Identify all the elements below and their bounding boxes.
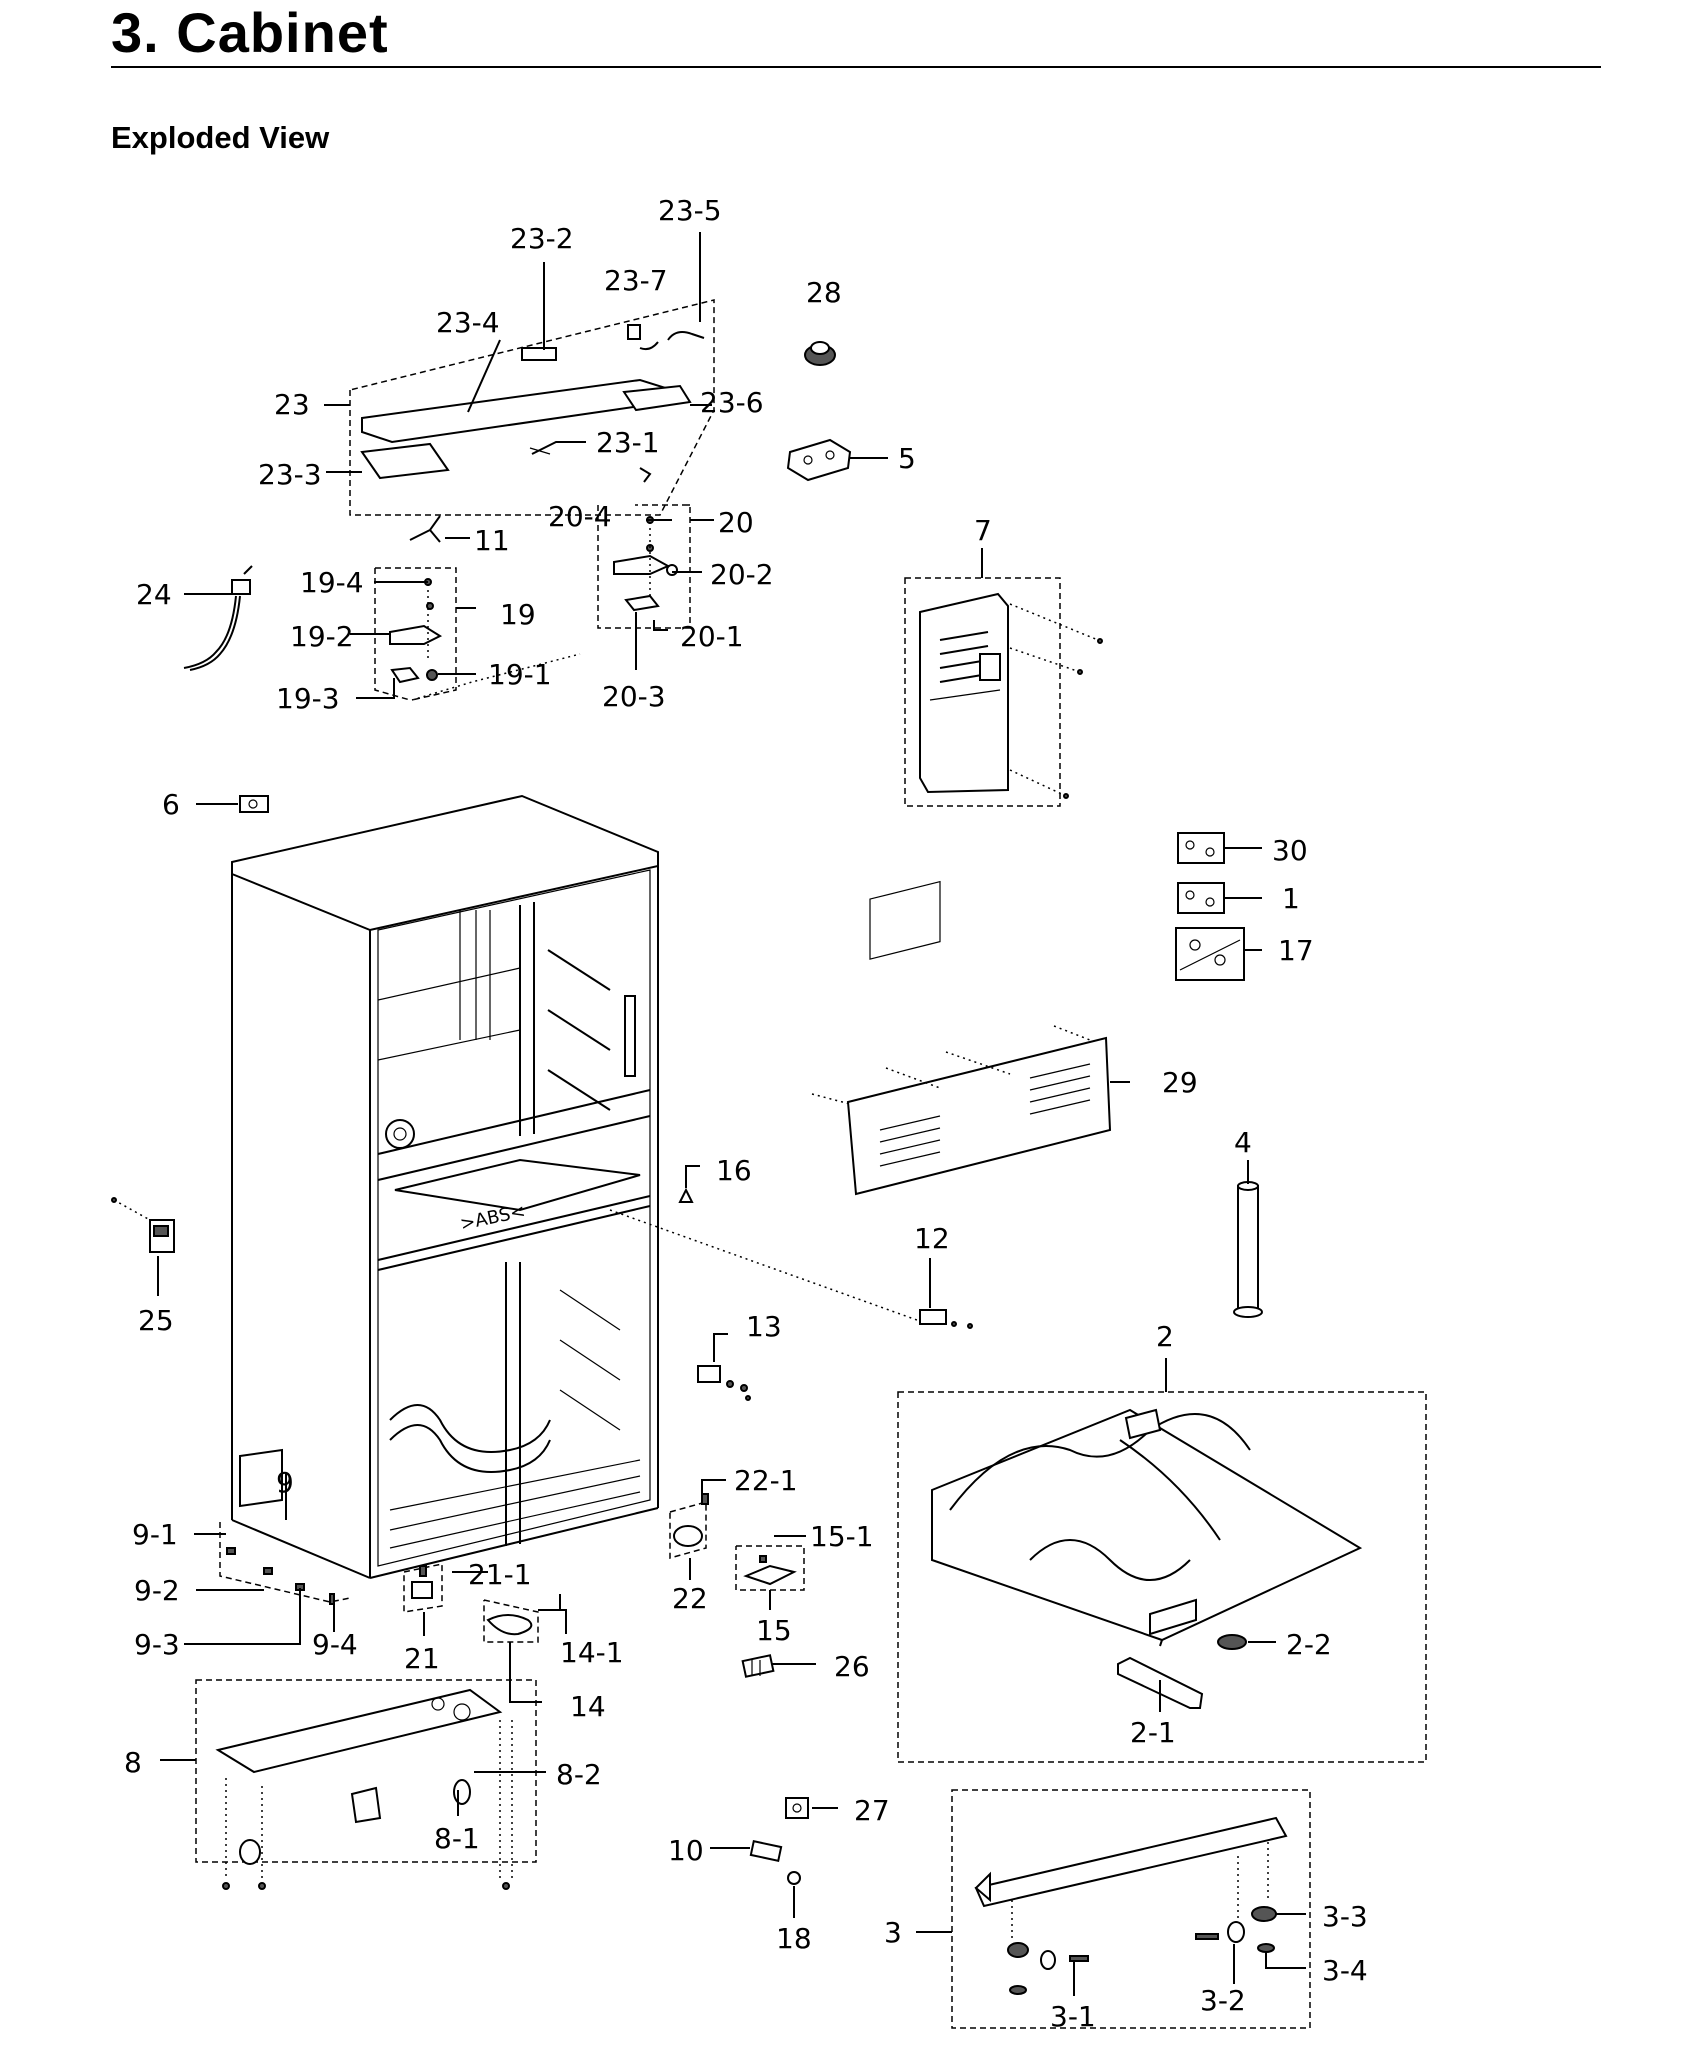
callout-11: 11	[474, 524, 510, 557]
callout-20-1: 20-1	[680, 620, 744, 653]
part-25	[111, 1197, 175, 1253]
callout-20: 20	[718, 506, 754, 539]
part-11	[409, 515, 470, 543]
callout-23-1: 23-1	[596, 426, 660, 459]
part-18	[787, 1871, 801, 1885]
callout-9-2: 9-2	[134, 1574, 180, 1607]
callout-23: 23	[274, 388, 310, 421]
callout-3-3: 3-3	[1322, 1900, 1368, 1933]
part-group-9	[219, 1522, 351, 1605]
callout-23-7: 23-7	[604, 264, 668, 297]
page-title: 3. Cabinet	[111, 1, 389, 64]
part-4	[1233, 1181, 1263, 1318]
callout-8: 8	[124, 1746, 142, 1779]
back-cover-29	[811, 880, 1112, 1196]
part-6	[239, 795, 269, 813]
callout-2: 2	[1156, 1320, 1174, 1353]
callout-5: 5	[898, 442, 916, 475]
title-rule	[111, 66, 1601, 68]
callout-labels: 23-5 23-2 23-7 23-4 28 23 23-6 23-1 23-3…	[124, 194, 1368, 2033]
callout-12: 12	[914, 1222, 950, 1255]
part-group-22	[669, 1493, 709, 1559]
callout-26: 26	[834, 1650, 870, 1683]
part-26	[741, 1654, 775, 1678]
callout-19: 19	[500, 598, 536, 631]
callout-13: 13	[746, 1310, 782, 1343]
callout-21-1: 21-1	[468, 1558, 532, 1591]
callout-9-1: 9-1	[132, 1518, 178, 1551]
part-5	[786, 438, 888, 482]
part-13	[697, 1365, 751, 1401]
callout-22: 22	[672, 1582, 708, 1615]
callout-3-2: 3-2	[1200, 1984, 1246, 2017]
hinge-group-20	[597, 467, 691, 629]
callout-3-4: 3-4	[1322, 1954, 1368, 1987]
leader-lines	[157, 232, 1306, 1996]
part-10	[749, 1840, 783, 1862]
callout-14-1: 14-1	[560, 1636, 624, 1669]
callout-19-3: 19-3	[276, 682, 340, 715]
callout-14: 14	[570, 1690, 606, 1723]
callout-15: 15	[756, 1614, 792, 1647]
callout-8-1: 8-1	[434, 1822, 480, 1855]
callout-4: 4	[1234, 1126, 1252, 1159]
panel-7	[904, 577, 1103, 807]
callout-8-2: 8-2	[556, 1758, 602, 1791]
top-hinge-group-23	[349, 299, 715, 516]
callout-29: 29	[1162, 1066, 1198, 1099]
callout-22-1: 22-1	[734, 1464, 798, 1497]
callout-20-4: 20-4	[548, 500, 612, 533]
part-group-14	[483, 1594, 561, 1643]
callout-3-1: 3-1	[1050, 2000, 1096, 2033]
section-subtitle: Exploded View	[111, 120, 330, 155]
callout-23-6: 23-6	[700, 386, 764, 419]
callout-23-5: 23-5	[658, 194, 722, 227]
callout-9: 9	[276, 1466, 294, 1499]
part-group-15	[735, 1545, 805, 1591]
callout-30: 30	[1272, 834, 1308, 867]
callout-2-1: 2-1	[1130, 1716, 1176, 1749]
callout-19-4: 19-4	[300, 566, 364, 599]
callout-25: 25	[138, 1304, 174, 1337]
callout-7: 7	[974, 514, 992, 547]
callout-23-3: 23-3	[258, 458, 322, 491]
callout-3: 3	[884, 1916, 902, 1949]
callout-17: 17	[1278, 934, 1314, 967]
callout-20-2: 20-2	[710, 558, 774, 591]
callout-19-1: 19-1	[488, 658, 552, 691]
callout-2-2: 2-2	[1286, 1628, 1332, 1661]
hinge-group-19	[374, 567, 581, 701]
part-group-21	[403, 1563, 443, 1613]
part-12	[919, 1309, 973, 1329]
part-16	[609, 1187, 929, 1325]
callout-21: 21	[404, 1642, 440, 1675]
callout-24: 24	[136, 578, 172, 611]
callout-9-3: 9-3	[134, 1628, 180, 1661]
part-28	[804, 341, 836, 366]
callout-6: 6	[162, 788, 180, 821]
callout-19-2: 19-2	[290, 620, 354, 653]
callout-15-1: 15-1	[810, 1520, 874, 1553]
callout-23-4: 23-4	[436, 306, 500, 339]
power-cord-24	[183, 565, 253, 671]
callout-23-2: 23-2	[510, 222, 574, 255]
callout-16: 16	[716, 1154, 752, 1187]
callout-1: 1	[1282, 882, 1300, 915]
callout-27: 27	[854, 1794, 890, 1827]
part-27	[785, 1797, 809, 1819]
callout-18: 18	[776, 1922, 812, 1955]
callout-28: 28	[806, 276, 842, 309]
callout-9-4: 9-4	[312, 1628, 358, 1661]
pcb-boards	[1175, 832, 1245, 981]
callout-10: 10	[668, 1834, 704, 1867]
base-group-2	[897, 1391, 1427, 1763]
cabinet-body: >ABS<	[231, 794, 659, 1579]
plate-group-8	[195, 1679, 537, 1890]
callout-20-3: 20-3	[602, 680, 666, 713]
bracket-group-3	[951, 1789, 1311, 2029]
